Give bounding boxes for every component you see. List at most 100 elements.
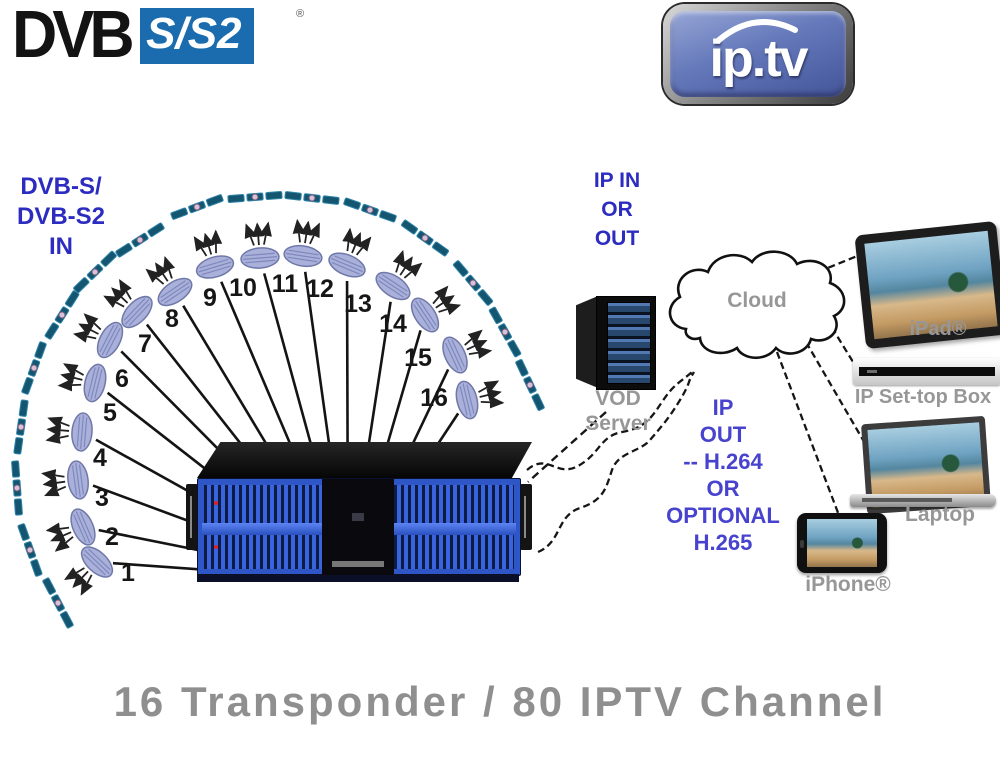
iptv-rack-server bbox=[186, 438, 532, 588]
signal-arrow bbox=[308, 222, 320, 245]
dish-icon bbox=[80, 546, 114, 578]
server-front-panel bbox=[197, 478, 521, 576]
signal-arrow bbox=[251, 222, 265, 246]
satellite-arc bbox=[11, 191, 545, 629]
iptv-logo-text: ip.tv bbox=[709, 30, 809, 88]
dish-icon bbox=[410, 297, 440, 333]
satellite-icon bbox=[401, 219, 449, 257]
dish-icon bbox=[71, 412, 93, 452]
satellite-icon bbox=[452, 260, 494, 306]
transponder-number: 6 bbox=[115, 365, 129, 393]
cloud-settop-line bbox=[825, 317, 859, 371]
dvb-in-label: DVB-S/ DVB-S2 IN bbox=[2, 172, 120, 262]
satellite-icon bbox=[343, 197, 397, 223]
transponder-number: 11 bbox=[272, 270, 299, 298]
iptv-logo-arc-icon bbox=[716, 19, 798, 43]
transponder-number: 9 bbox=[203, 284, 217, 312]
signal-arrow bbox=[44, 484, 67, 497]
satellite-icon bbox=[73, 250, 117, 294]
iphone-label: iPhone® bbox=[805, 573, 891, 596]
iphone-screen bbox=[807, 519, 877, 567]
transponder-number: 8 bbox=[165, 305, 179, 333]
signal-arrow bbox=[392, 249, 405, 273]
dish-icon bbox=[442, 336, 468, 374]
signal-arrow bbox=[403, 262, 423, 279]
signal-arrow bbox=[300, 220, 313, 244]
signal-arrow bbox=[72, 570, 89, 588]
signal-arrow bbox=[83, 313, 102, 331]
signal-arrow bbox=[73, 330, 97, 343]
dish-icon bbox=[283, 244, 323, 268]
laptop-base bbox=[850, 494, 996, 507]
satellite-icon bbox=[488, 306, 522, 358]
dish-icon bbox=[375, 271, 411, 301]
satellite-icon bbox=[284, 191, 340, 205]
signal-arrow bbox=[292, 218, 306, 243]
dish-icon bbox=[240, 247, 280, 269]
signal-arrow bbox=[57, 378, 82, 392]
transponder-number: 3 bbox=[95, 484, 109, 512]
vod-server-link-line bbox=[527, 411, 607, 483]
cloud-shape bbox=[668, 250, 846, 360]
set-top-box-label: IP Set-top Box bbox=[854, 386, 992, 408]
iphone-icon bbox=[797, 513, 887, 573]
dish-icon bbox=[83, 363, 107, 403]
vod-server-front bbox=[596, 296, 656, 390]
dish-icon bbox=[70, 508, 96, 546]
vod-server-drive-slots bbox=[607, 302, 651, 384]
page-title: 16 Transponder / 80 IPTV Channel bbox=[113, 678, 887, 725]
transponder-number: 12 bbox=[306, 275, 334, 303]
signal-arrow bbox=[244, 223, 257, 246]
transponder-number: 10 bbox=[229, 274, 257, 302]
server-right-handle bbox=[520, 484, 532, 550]
signal-arrow bbox=[47, 416, 70, 429]
signal-arrow bbox=[41, 469, 65, 482]
signal-arrow bbox=[63, 363, 85, 376]
transponder-number: 1 bbox=[121, 559, 135, 587]
cloud-label: Cloud bbox=[727, 289, 787, 312]
transponder-number: 5 bbox=[103, 399, 117, 427]
signal-arrow bbox=[468, 346, 493, 359]
ip-out-line5: OPTIONAL bbox=[666, 503, 780, 528]
ip-in-line2: OR bbox=[601, 198, 633, 221]
server-center-bay bbox=[322, 479, 394, 575]
dish-icon bbox=[455, 380, 479, 420]
signal-arrow bbox=[259, 221, 272, 245]
ip-in-line1: IP IN bbox=[593, 169, 641, 192]
dish-icon bbox=[121, 295, 153, 329]
satellite-icon bbox=[13, 399, 29, 455]
signal-arrow bbox=[78, 323, 99, 336]
signal-arrow bbox=[50, 529, 72, 542]
transponder-number: 14 bbox=[379, 310, 407, 338]
satellite-icon bbox=[42, 577, 74, 629]
signal-arrow bbox=[42, 476, 66, 490]
vod-server-icon bbox=[576, 296, 656, 390]
dvb-logo-blue-box: S/S2 bbox=[140, 8, 254, 64]
dish-icon bbox=[157, 277, 193, 307]
ip-out-line1: IP bbox=[712, 395, 734, 420]
ip-out-line2: OUT bbox=[699, 422, 747, 447]
transponder-number: 13 bbox=[344, 290, 372, 318]
ipad-label: iPad® bbox=[909, 318, 967, 340]
signal-arrow bbox=[464, 329, 483, 346]
ip-out-line6: H.265 bbox=[693, 530, 753, 555]
server-top-panel bbox=[197, 442, 532, 478]
transponder-number: 7 bbox=[138, 330, 152, 358]
server-led bbox=[214, 501, 218, 505]
ip-out-line3: -- H.264 bbox=[683, 449, 763, 474]
satellite-icon bbox=[227, 191, 283, 203]
signal-arrow bbox=[163, 255, 176, 279]
iptv-logo: ip.tv bbox=[663, 4, 853, 104]
signal-arrow bbox=[60, 371, 83, 385]
dvb-logo: DVB S/S2 bbox=[12, 1, 254, 67]
signal-arrow bbox=[399, 256, 413, 276]
signal-arrow bbox=[54, 536, 74, 552]
satellite-icon bbox=[21, 341, 47, 395]
ip-out-line4: OR bbox=[706, 476, 740, 501]
vod-server-label: VOD Server bbox=[566, 386, 670, 436]
signal-arrow bbox=[202, 232, 215, 255]
registered-trademark-mark: ® bbox=[296, 8, 305, 20]
signal-arrow bbox=[355, 236, 372, 256]
